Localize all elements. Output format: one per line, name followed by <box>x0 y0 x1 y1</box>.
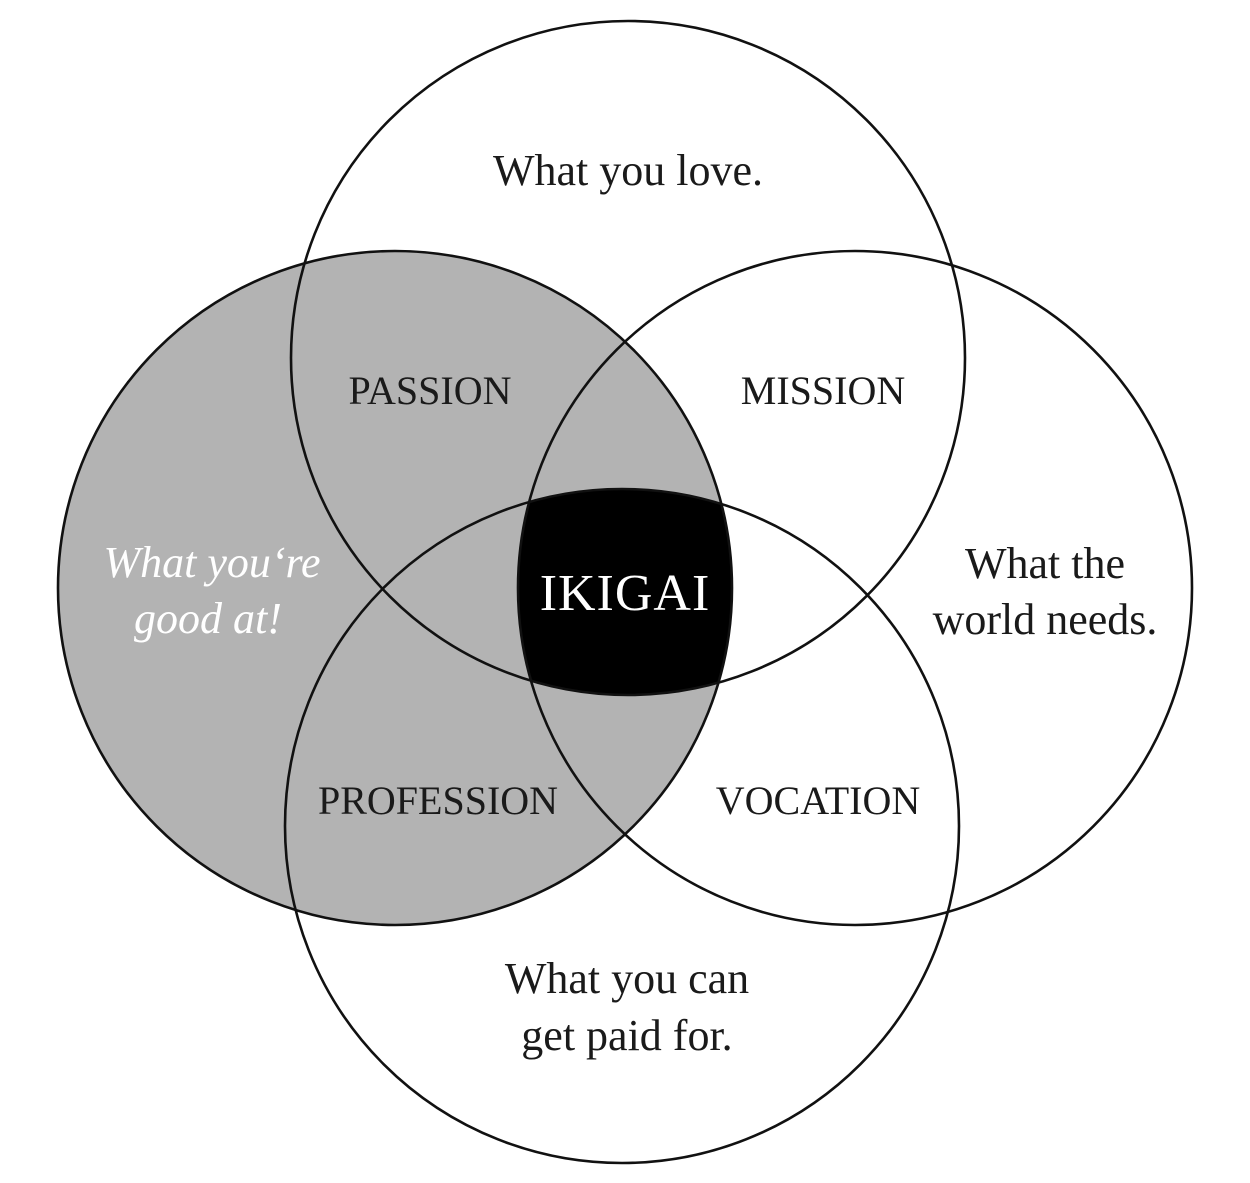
region-mission: MISSION <box>741 368 905 413</box>
caption-love: What you love. <box>493 146 763 195</box>
caption-world-needs-line-1: What the <box>965 539 1125 588</box>
caption-paid-for-line-1: What you can <box>505 954 749 1003</box>
caption-world-needs-line-2: world needs. <box>933 595 1158 644</box>
caption-good-at-line-1: What you‘re <box>103 538 320 587</box>
caption-paid-for-line-2: get paid for. <box>521 1011 732 1060</box>
region-passion: PASSION <box>348 368 511 413</box>
circle-world-needs <box>516 249 1194 927</box>
region-vocation: VOCATION <box>716 778 920 823</box>
circle-love <box>289 19 967 697</box>
center-ikigai-label: IKIGAI <box>540 565 711 622</box>
circle-paid-for <box>283 487 961 1165</box>
circle-good-at <box>56 249 734 927</box>
region-profession: PROFESSION <box>318 778 558 823</box>
caption-good-at-line-2: good at! <box>134 594 282 643</box>
